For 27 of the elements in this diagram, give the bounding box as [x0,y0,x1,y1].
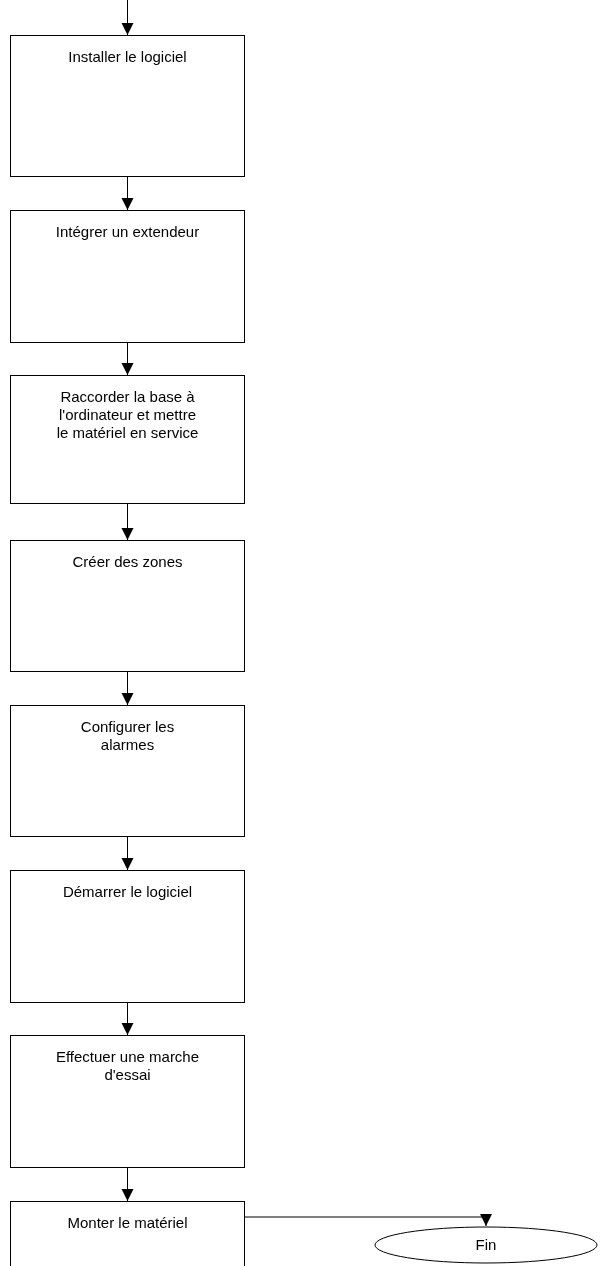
step-label: Installer le logiciel [67,48,188,66]
arrow [121,176,134,211]
arrow [244,1214,492,1227]
arrow [121,342,134,376]
step-label: Raccorder la base à l'ordinateur et mettre le matériel en service [55,388,200,442]
process-box [10,1201,245,1266]
arrow [121,671,134,706]
arrow [121,836,134,871]
arrow [121,1002,134,1036]
step-label: Démarrer le logiciel [61,883,194,901]
step-label: Créer des zones [71,553,184,571]
process-box [10,870,245,1003]
process-box [10,540,245,672]
process-box [10,1035,245,1168]
process-box [10,375,245,504]
process-box [10,35,245,177]
process-box [10,705,245,837]
terminal-ellipse [374,1226,598,1264]
step-label: Monter le matériel [66,1214,189,1232]
step-label: Fin [475,1236,497,1254]
arrow [121,1167,134,1202]
arrow [121,0,134,36]
arrow [121,503,134,541]
step-label: Configurer les alarmes [79,718,176,754]
step-label: Effectuer une marche d'essai [54,1048,201,1084]
step-label: Intégrer un extendeur [54,223,201,241]
process-box [10,210,245,343]
